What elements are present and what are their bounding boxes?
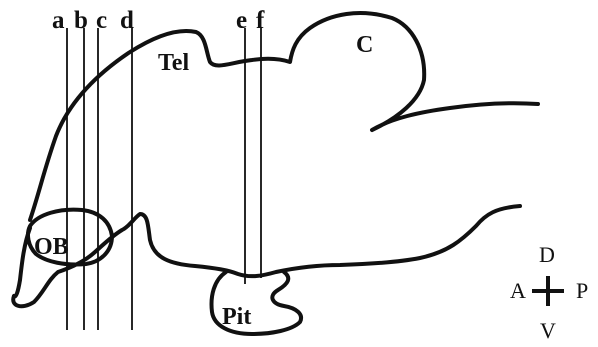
section-label-b: b <box>74 7 88 34</box>
section-label-f: f <box>256 7 265 34</box>
brain-outline-dorsal <box>11 204 522 309</box>
section-label-a: a <box>52 7 65 34</box>
section-label-c: c <box>96 7 107 34</box>
region-label-pit: Pit <box>222 304 251 330</box>
brain-outline-upper <box>28 11 540 222</box>
compass-label-ventral: V <box>540 318 556 343</box>
region-label-ob: OB <box>34 234 69 260</box>
compass-label-posterior: P <box>576 278 588 303</box>
olfactory-bulb-outline <box>26 207 114 267</box>
section-label-d: d <box>120 7 134 34</box>
region-label-c: C <box>356 32 373 58</box>
brain-outline-ventral-front <box>12 226 32 299</box>
orientation-compass: D V A P <box>510 242 588 343</box>
compass-label-anterior: A <box>510 278 526 303</box>
section-label-e: e <box>236 7 247 34</box>
pituitary-outline <box>209 270 303 336</box>
region-label-tel: Tel <box>158 50 189 76</box>
compass-label-dorsal: D <box>539 242 555 267</box>
